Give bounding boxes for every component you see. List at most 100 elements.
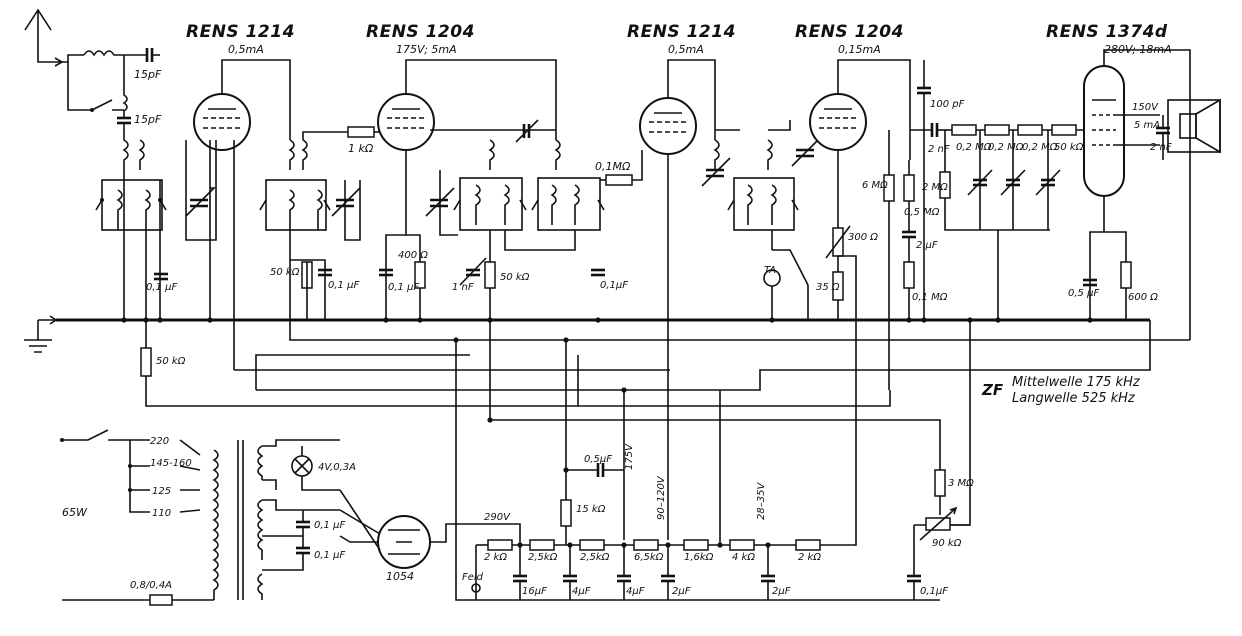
tube-v4 xyxy=(809,59,911,240)
resistor-01m xyxy=(600,150,643,186)
label-r-3m: 3 MΩ xyxy=(948,478,974,489)
label-r-50k-top: 50 kΩ xyxy=(1054,142,1084,153)
volume-potentiometer xyxy=(914,506,970,541)
label-c-1nf: 1 nF xyxy=(452,282,474,293)
label-r-25k-a: 2,5kΩ xyxy=(528,552,558,563)
tube-rating-v2: 175V; 5mA xyxy=(396,43,457,56)
label-r-35: 35 Ω xyxy=(816,282,840,293)
label-tap-110: 110 xyxy=(152,508,171,519)
label-r-16k: 1,6kΩ xyxy=(684,552,714,563)
label-tap-220: 220 xyxy=(150,436,169,447)
label-c-01uf-t1: 0,1 µF xyxy=(314,520,345,531)
antenna-symbol xyxy=(24,8,64,67)
label-r-6m: 6 MΩ xyxy=(862,180,888,191)
rectifier-1054 xyxy=(339,489,470,569)
label-c-100pf: 100 pF xyxy=(930,99,965,110)
label-feld: Feld xyxy=(462,572,484,583)
label-c-4uf-a: 4µF xyxy=(572,586,591,597)
label-r-50k-bias: 50 kΩ xyxy=(156,356,186,367)
label-c-01uf-1: 0,1 µF xyxy=(146,282,177,293)
capacitor-100pf xyxy=(917,60,931,320)
label-v-150: 150V xyxy=(1132,102,1159,113)
label-tap-160: 145-160 xyxy=(150,458,192,469)
tube-v1 xyxy=(193,59,291,370)
tube-rating-v4: 0,15mA xyxy=(838,43,881,56)
label-c-2uf-b: 2µF xyxy=(772,586,791,597)
tuning-cap-stage4a xyxy=(701,157,731,187)
label-r-1k: 1 kΩ xyxy=(348,142,374,155)
label-v-290: 290V xyxy=(484,512,511,523)
label-c-01uf-2: 0,1 µF xyxy=(328,280,359,291)
resistor-300 xyxy=(825,225,857,540)
label-r-65k: 6,5kΩ xyxy=(634,552,664,563)
label-v-28-35: 28–35V xyxy=(756,482,767,520)
capacitor-01uf-stage1 xyxy=(154,272,168,281)
label-r-01m-v: 0,1 MΩ xyxy=(912,292,948,303)
label-ant-c2: 15pF xyxy=(134,113,162,126)
resistor-05m xyxy=(903,174,915,202)
resistor-50k-bias xyxy=(140,347,152,377)
label-power-65w: 65W xyxy=(62,506,88,519)
if-coil-3 xyxy=(713,120,799,231)
label-c-2uf: 2 µF xyxy=(916,240,938,251)
capacitor-05uf xyxy=(1083,278,1097,287)
label-r-2k-b: 2 kΩ xyxy=(798,552,821,563)
label-r-01m: 0,1MΩ xyxy=(595,160,631,173)
label-ant-c1: 15pF xyxy=(134,68,162,81)
label-r-02m-a: 0,2 MΩ xyxy=(956,142,992,153)
label-r-05m: 0,5 MΩ xyxy=(904,207,940,218)
label-r-90k: 90 kΩ xyxy=(932,538,962,549)
zf-mittelwelle: Mittelwelle 175 kHz xyxy=(1012,375,1141,390)
capacitor-1nf xyxy=(459,257,487,286)
resistor-6m xyxy=(883,130,895,390)
label-rectifier: 1054 xyxy=(386,570,414,583)
tuning-cap-stage1 xyxy=(185,187,216,217)
capacitor-01uf-stage2 xyxy=(318,268,332,277)
label-r-400: 400 Ω xyxy=(398,250,428,261)
label-c-05uf-175: 0,5µF xyxy=(584,454,612,465)
label-c-2nf-b: 2 nF xyxy=(1150,142,1172,153)
tuning-cap-stage2 xyxy=(331,187,361,217)
label-r-4k: 4 kΩ xyxy=(732,552,755,563)
label-r-50k-2: 50 kΩ xyxy=(500,272,530,283)
label-c-05uf: 0,5 µF xyxy=(1068,288,1099,299)
tube-v5 xyxy=(1083,49,1191,340)
tube-rating-v3: 0,5mA xyxy=(668,43,704,56)
tuning-cap-stage4b xyxy=(791,137,821,167)
label-c-01uf-3: 0,1 µF xyxy=(388,282,419,293)
capacitor-2nf-a xyxy=(910,123,952,137)
filter-caps-chain xyxy=(476,525,940,601)
zf-label: ZF xyxy=(981,381,1004,399)
capacitor-01uf-stage3 xyxy=(591,268,605,277)
zf-langwelle: Langwelle 525 kHz xyxy=(1012,391,1136,406)
label-c-01uf-end: 0,1µF xyxy=(920,586,948,597)
input-coil-block xyxy=(95,123,167,320)
label-c-2nf-a: 2 nF xyxy=(928,144,950,155)
tube-label-v5: RENS 1374d xyxy=(1046,22,1168,42)
resistor-01m-v xyxy=(903,160,915,320)
tube-v3 xyxy=(639,59,716,540)
tube-label-v4: RENS 1204 xyxy=(795,22,904,42)
label-r-2k-a: 2 kΩ xyxy=(484,552,507,563)
label-r-600: 600 Ω xyxy=(1128,292,1158,303)
resistor-35 xyxy=(832,256,844,320)
mains-switch xyxy=(60,429,130,442)
capacitor-15pf-1 xyxy=(130,48,160,62)
resistor-15k xyxy=(560,499,572,545)
antenna-coil xyxy=(62,50,130,112)
label-tap-125: 125 xyxy=(152,486,171,497)
fuse xyxy=(62,594,214,606)
if-coil-1 xyxy=(259,131,348,260)
label-lamp: 4V,0,3A xyxy=(318,462,356,473)
label-r-02m-b: 0,2 MΩ xyxy=(988,142,1024,153)
capacitor-15pf-2 xyxy=(117,116,131,125)
label-c-01uf-t2: 0,1 µF xyxy=(314,550,345,561)
label-c-2uf-a: 2µF xyxy=(672,586,691,597)
trimmer-cap-if2 xyxy=(515,119,539,143)
label-fuse: 0,8/0,4A xyxy=(130,580,172,591)
resistor-600 xyxy=(1120,261,1132,289)
label-r-02m-c: 0,2 MΩ xyxy=(1022,142,1058,153)
filter-caps-transformer xyxy=(262,499,340,571)
label-c-16uf: 16µF xyxy=(522,586,547,597)
